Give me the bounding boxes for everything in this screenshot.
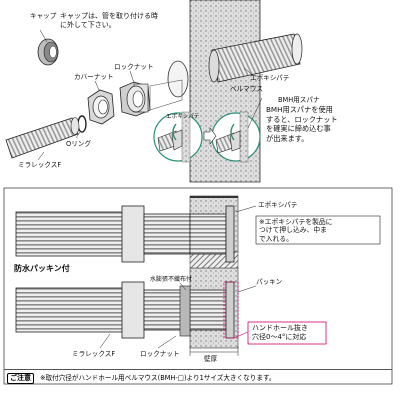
handhole-note: ハンドホール抜き 穴径0〜4°に対応 bbox=[252, 324, 308, 342]
epoxy-note-line-3: で入れる。 bbox=[259, 234, 293, 243]
o-ring-part bbox=[77, 115, 87, 133]
spanner-note-line-2: すると、ロックナット bbox=[266, 114, 338, 124]
caution-bar: ご注意 ※取付穴径がハンドホール用ベルマウス(BMH-□)より1サイズ大きくなり… bbox=[4, 369, 392, 385]
label-packing: パッキン bbox=[256, 278, 283, 286]
wall-thickness-dim bbox=[189, 346, 239, 356]
epoxy-note-line-2: つけて押し込み、中ま bbox=[259, 226, 327, 235]
handhole-note-line-2: 穴径0〜4°に対応 bbox=[252, 333, 307, 341]
cover-nut-part bbox=[87, 89, 115, 125]
lock-nut-part bbox=[119, 81, 151, 117]
label-cover-nut: カバーナット bbox=[74, 73, 114, 81]
inset-right bbox=[211, 111, 261, 163]
spanner-note-line-4: が出来ます。 bbox=[266, 133, 309, 143]
inset-left bbox=[153, 111, 203, 163]
caution-text: ※取付穴径がハンドホール用ベルマウス(BMH-□)より1サイズ大きくなります。 bbox=[40, 374, 276, 382]
cap-note-line-1: キャップは、管を取り付ける時 bbox=[60, 12, 158, 20]
cap-note-line-2: に外して下さい。 bbox=[60, 21, 116, 29]
cap-part bbox=[37, 38, 59, 66]
cap-note: キャップは、管を取り付ける時 に外して下さい。 bbox=[60, 12, 158, 30]
spanner-note-line-3: を確実に締め込む事 bbox=[266, 124, 331, 133]
bottom-frame bbox=[3, 187, 393, 385]
mirex-pipe-top bbox=[5, 117, 80, 159]
label-waterproof: 防水パッキン付 bbox=[14, 264, 70, 273]
wall-hole bbox=[167, 60, 189, 98]
label-water-stop: 水膨張不織布付 bbox=[150, 276, 193, 283]
spanner-note-line-1: BMH用スパナを使用 bbox=[266, 105, 333, 114]
label-mirex-bottom: ミラレックスF bbox=[72, 350, 116, 358]
label-epoxy-putty-bottom: エポキシパテ bbox=[258, 201, 298, 209]
pipe-upper bbox=[15, 205, 235, 263]
label-cap: キャップ bbox=[30, 12, 57, 20]
step-arrow bbox=[203, 127, 217, 145]
handhole-note-line-1: ハンドホール抜き bbox=[252, 324, 308, 332]
label-bmh-spanner: BMH用スパナ bbox=[278, 96, 320, 104]
spanner-note: BMH用スパナを使用 すると、ロックナット を確実に締め込む事 が出来ます。 bbox=[266, 105, 338, 143]
label-epoxy-putty-inset: エポキシパテ bbox=[166, 114, 200, 120]
label-lock-nut-top: ロックナット bbox=[114, 63, 154, 71]
bellmouth-pipe bbox=[208, 33, 303, 83]
label-epoxy-putty-top: エポキシパテ bbox=[250, 74, 290, 82]
connector-tube bbox=[149, 79, 183, 111]
label-lock-nut-bottom: ロックナット bbox=[140, 350, 180, 358]
label-o-ring: Oリング bbox=[66, 140, 91, 148]
pipe-lower bbox=[15, 281, 235, 339]
epoxy-note-box bbox=[255, 215, 381, 245]
caution-head: ご注意 bbox=[7, 373, 34, 384]
label-mirex-top: ミラレックスF bbox=[18, 161, 62, 169]
label-bellmouth: ベルマウス bbox=[230, 85, 263, 93]
epoxy-note: ※エポキシパテを製品に つけて押し込み、中ま で入れる。 bbox=[259, 218, 332, 243]
epoxy-note-line-1: ※エポキシパテを製品に bbox=[259, 218, 333, 226]
packing-outline bbox=[223, 281, 239, 339]
handhole-note-box bbox=[247, 321, 327, 345]
label-wall-thickness: 壁厚 bbox=[204, 355, 218, 363]
